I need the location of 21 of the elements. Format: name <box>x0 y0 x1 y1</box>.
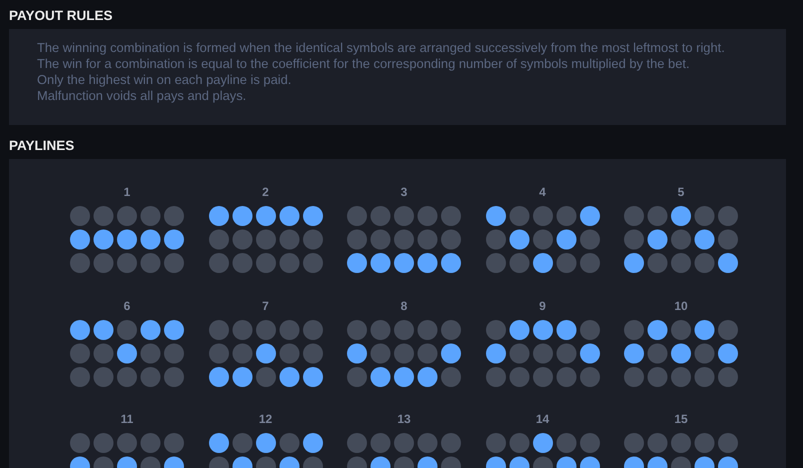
section-heading: PAYLINES <box>9 138 74 154</box>
payline-number: 3 <box>400 185 408 199</box>
rule-text: The win for a combination is equal to the coefficient for the corresponding number of symbols multiplied by the bet. <box>37 56 690 72</box>
payline-number: 2 <box>262 185 269 199</box>
payline-number: 5 <box>678 185 684 199</box>
rule-text: Only the highest win on each payline is paid. <box>37 72 292 88</box>
payline-number: 12 <box>258 412 272 426</box>
payline-number: 9 <box>539 298 546 312</box>
payline-number: 10 <box>674 298 688 312</box>
rule-text: Malfunction voids all pays and plays. <box>37 88 246 104</box>
payline-number: 15 <box>674 412 688 426</box>
section-heading: PAYOUT RULES <box>9 8 113 24</box>
payline-number: 8 <box>400 298 408 312</box>
payline-number: 13 <box>397 412 411 426</box>
payline-number: 11 <box>120 412 134 426</box>
payline-number: 14 <box>536 412 550 426</box>
rule-text: The winning combination is formed when the identical symbols are arranged successively from the most leftmost to right. <box>37 40 725 56</box>
payline-number: 6 <box>124 298 130 312</box>
payline-number: 4 <box>539 185 546 199</box>
payline-number: 1 <box>124 185 130 199</box>
payline-number: 7 <box>262 298 269 312</box>
